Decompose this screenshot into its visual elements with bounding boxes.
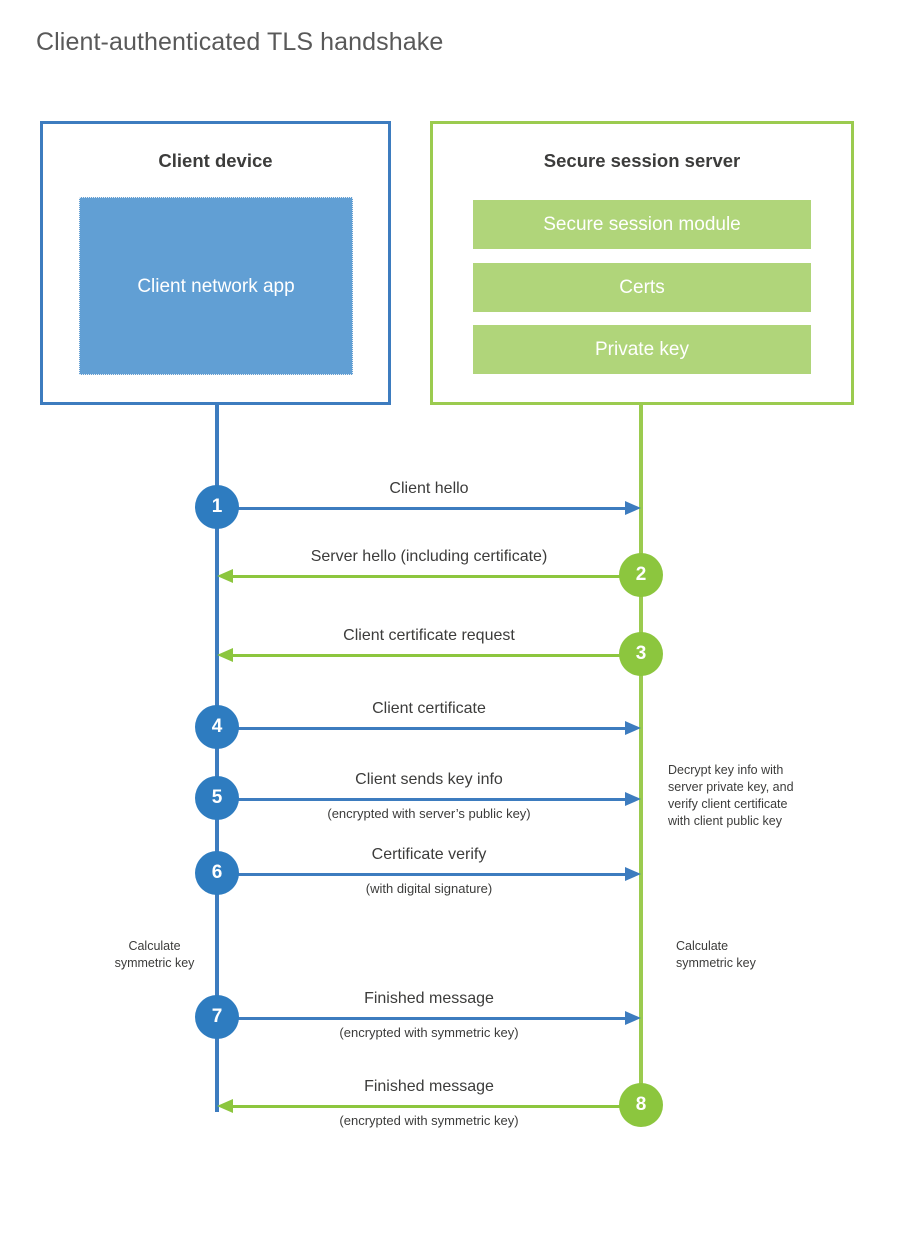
client-device-title: Client device <box>158 150 273 171</box>
message-5-arrow-line <box>217 798 627 801</box>
arrow-head-icon <box>625 792 641 806</box>
client-network-app-box: Client network app <box>79 197 353 375</box>
message-8-arrow-line <box>231 1105 641 1108</box>
step-circle-4: 4 <box>195 705 239 749</box>
message-1-label: Client hello <box>389 480 469 497</box>
step-circle-1: 1 <box>195 485 239 529</box>
arrow-head-icon <box>217 648 233 662</box>
step-circle-7: 7 <box>195 995 239 1039</box>
message-3-label: Client certificate request <box>343 627 515 644</box>
message-2-label: Server hello (including certificate) <box>310 548 548 565</box>
arrow-head-icon <box>625 867 641 881</box>
arrow-head-icon <box>217 569 233 583</box>
note-decrypt-key-info: Decrypt key info with server private key… <box>668 763 794 828</box>
message-5-label: Client sends key info <box>355 771 503 788</box>
message-6-label: Certificate verify <box>371 846 487 863</box>
step-circle-8: 8 <box>619 1083 663 1127</box>
message-1-arrow-line <box>217 507 627 510</box>
arrow-head-icon <box>625 721 641 735</box>
note-calculate-symmetric-key-server: Calculate symmetric key <box>676 939 756 970</box>
arrow-head-icon <box>217 1099 233 1113</box>
client-network-app-label: Client network app <box>137 275 295 297</box>
secure-session-server-title: Secure session server <box>543 150 741 171</box>
arrow-head-icon <box>625 501 641 515</box>
server-component-secure-session-module: Secure session module <box>473 200 811 249</box>
step-circle-3: 3 <box>619 632 663 676</box>
message-7-arrow-line <box>217 1017 627 1020</box>
server-lifeline <box>639 404 643 1105</box>
step-circle-5: 5 <box>195 776 239 820</box>
message-7-label: Finished message <box>364 990 494 1007</box>
message-7-sublabel: (encrypted with symmetric key) <box>339 1025 519 1040</box>
message-6-sublabel: (with digital signature) <box>365 881 493 896</box>
message-4-label: Client certificate <box>372 700 486 717</box>
server-component-private-key: Private key <box>473 325 811 374</box>
client-device-box: Client device Client network app <box>40 121 391 405</box>
message-3-arrow-line <box>231 654 641 657</box>
client-lifeline <box>215 404 219 1112</box>
message-2-arrow-line <box>231 575 641 578</box>
message-8-label: Finished message <box>364 1078 494 1095</box>
server-component-certs: Certs <box>473 263 811 312</box>
secure-session-server-box: Secure session server Secure session mod… <box>430 121 854 405</box>
page-title: Client-authenticated TLS handshake <box>36 28 444 56</box>
step-circle-6: 6 <box>195 851 239 895</box>
message-4-arrow-line <box>217 727 627 730</box>
step-circle-2: 2 <box>619 553 663 597</box>
message-8-sublabel: (encrypted with symmetric key) <box>339 1113 519 1128</box>
message-5-sublabel: (encrypted with server’s public key) <box>327 806 531 821</box>
arrow-head-icon <box>625 1011 641 1025</box>
message-6-arrow-line <box>217 873 627 876</box>
note-calculate-symmetric-key-client: Calculate symmetric key <box>114 939 195 970</box>
